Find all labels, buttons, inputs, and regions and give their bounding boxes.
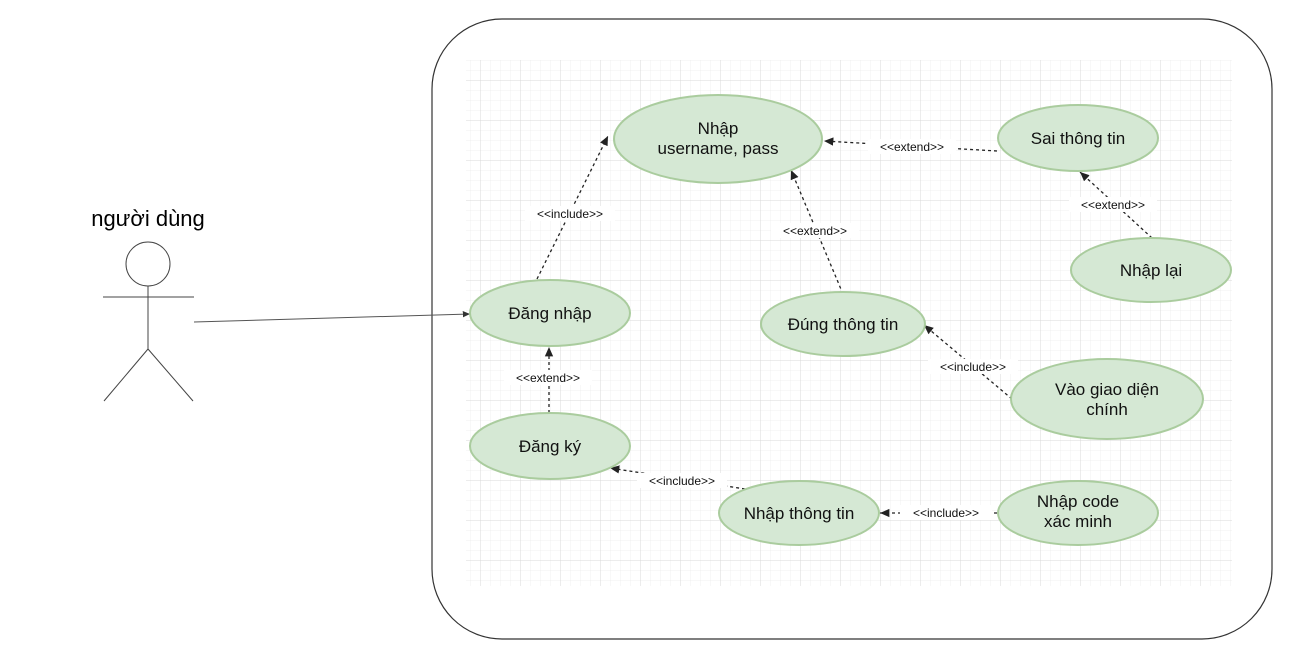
svg-text:<<include>>: <<include>> bbox=[940, 360, 1006, 374]
association-line bbox=[193, 311, 471, 323]
usecase-label: Nhập code bbox=[1037, 492, 1119, 511]
usecase-nhap-username-pass[interactable]: Nhập username, pass bbox=[613, 94, 823, 184]
usecase-label: Sai thông tin bbox=[1031, 129, 1126, 148]
actor-left-leg bbox=[103, 348, 149, 402]
usecase-label: Nhập bbox=[698, 119, 739, 138]
relation-label-nhaplai-to-sai: <<extend>> bbox=[1069, 197, 1157, 212]
usecase-vao-giao-dien-chinh[interactable]: Vào giao diện chính bbox=[1010, 358, 1204, 440]
usecase-dang-nhap[interactable]: Đăng nhập bbox=[469, 279, 631, 347]
usecase-dang-ky[interactable]: Đăng ký bbox=[469, 412, 631, 480]
usecase-label: xác minh bbox=[1044, 512, 1112, 531]
svg-text:<<include>>: <<include>> bbox=[913, 506, 979, 520]
relation-label-dangnhap-to-nhap: <<include>> bbox=[525, 206, 615, 221]
usecase-nhap-code-xac-minh[interactable]: Nhập code xác minh bbox=[997, 480, 1159, 546]
relation-label-dangky-to-dangnhap: <<extend>> bbox=[504, 370, 592, 385]
relation-vao-to-dung bbox=[923, 324, 1013, 400]
relation-label-sai-to-nhap: <<extend>> bbox=[868, 139, 956, 154]
svg-text:<<extend>>: <<extend>> bbox=[1081, 198, 1145, 212]
usecase-sai-thong-tin[interactable]: Sai thông tin bbox=[997, 104, 1159, 172]
relation-label-dung-to-nhap: <<extend>> bbox=[771, 223, 859, 238]
usecase-dung-thong-tin[interactable]: Đúng thông tin bbox=[760, 291, 926, 357]
usecase-label: Nhập lại bbox=[1120, 261, 1182, 280]
usecase-nhap-lai[interactable]: Nhập lại bbox=[1070, 237, 1232, 303]
usecase-label: chính bbox=[1086, 400, 1128, 419]
relation-label-nhaptt-to-dangky: <<include>> bbox=[637, 473, 727, 488]
actor-user[interactable]: người dùng bbox=[91, 206, 205, 402]
usecase-label: username, pass bbox=[658, 139, 779, 158]
usecase-label: Đúng thông tin bbox=[788, 315, 899, 334]
actor-right-leg bbox=[147, 348, 194, 402]
usecase-label: Đăng ký bbox=[519, 437, 582, 456]
usecase-nhap-thong-tin[interactable]: Nhập thông tin bbox=[718, 480, 880, 546]
svg-text:<<extend>>: <<extend>> bbox=[783, 224, 847, 238]
svg-text:<<include>>: <<include>> bbox=[537, 207, 603, 221]
usecase-label: Đăng nhập bbox=[508, 304, 591, 323]
usecase-label: Vào giao diện bbox=[1055, 380, 1159, 399]
svg-text:<<extend>>: <<extend>> bbox=[516, 371, 580, 385]
svg-text:<<extend>>: <<extend>> bbox=[880, 140, 944, 154]
actor-head bbox=[125, 241, 171, 287]
relation-label-vao-to-dung: <<include>> bbox=[928, 359, 1018, 374]
svg-text:<<include>>: <<include>> bbox=[649, 474, 715, 488]
relation-label-code-to-nhaptt: <<include>> bbox=[900, 505, 992, 520]
usecase-label: Nhập thông tin bbox=[744, 504, 855, 523]
actor-label: người dùng bbox=[91, 206, 205, 231]
